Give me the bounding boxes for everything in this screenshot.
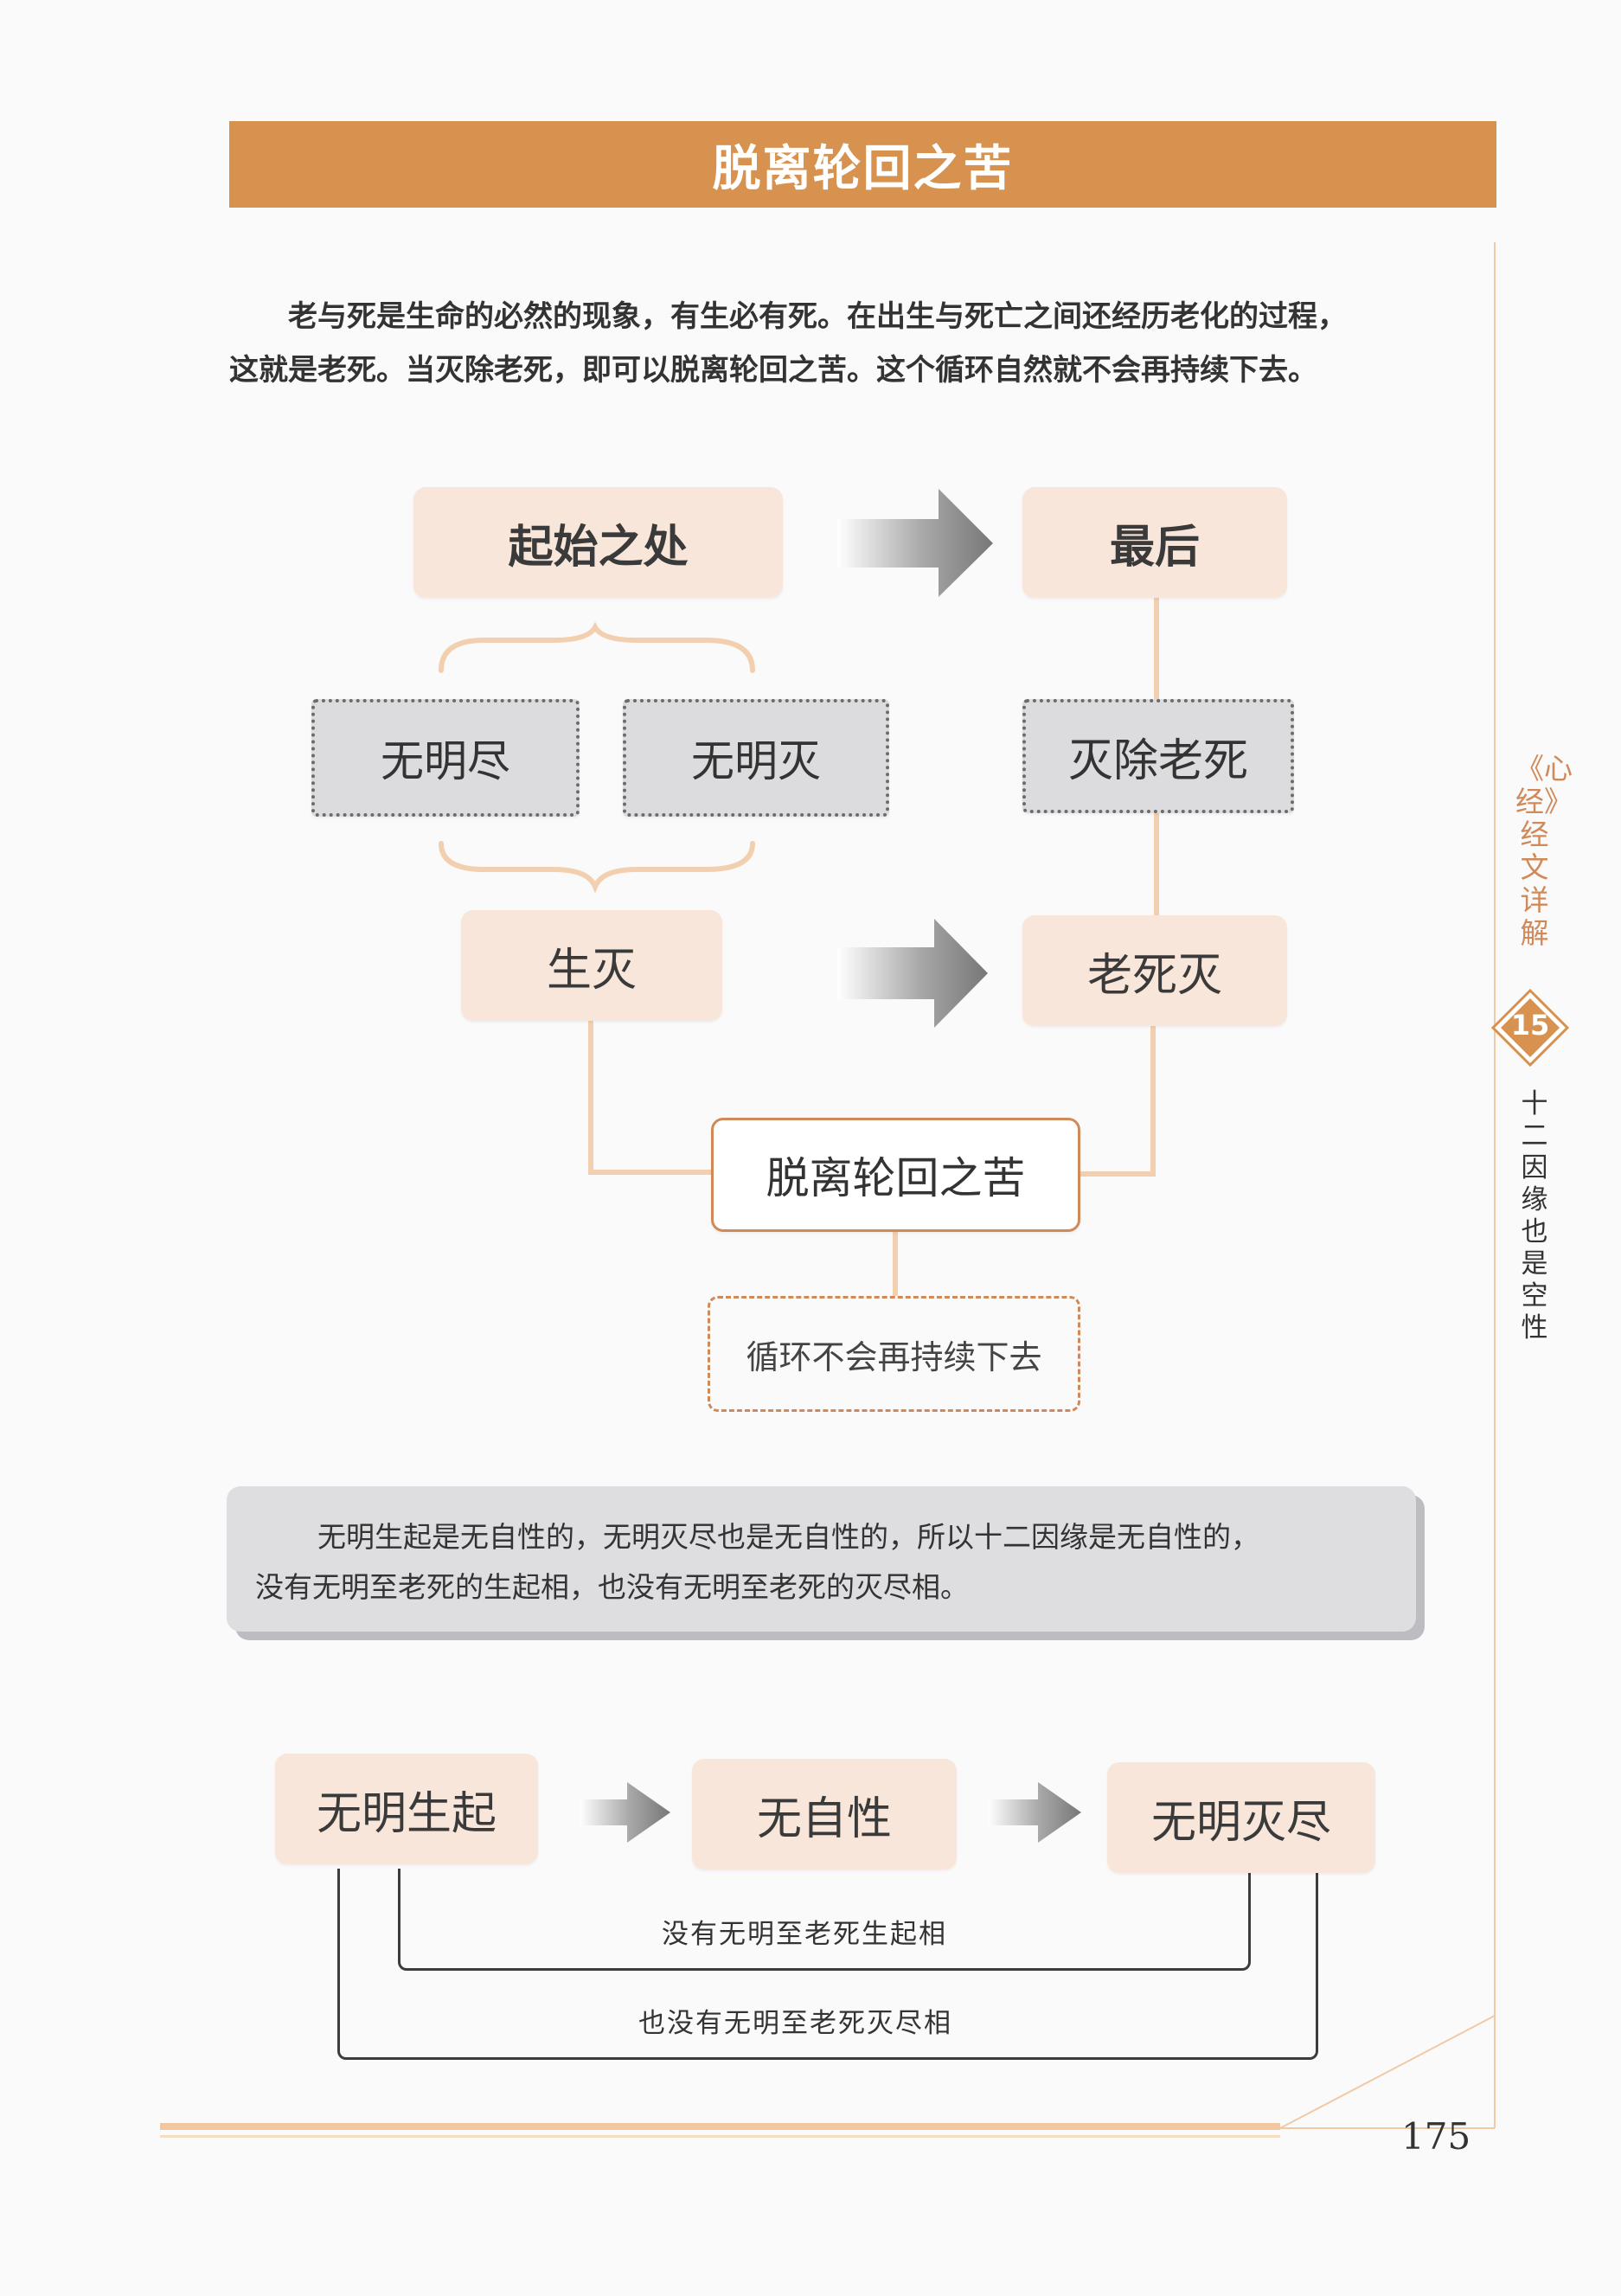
brace-bottom-icon (439, 841, 755, 895)
chapter-number-label: 15 (1510, 1009, 1550, 1042)
caption-no-cessation: 也没有无明至老死灭尽相 (638, 2008, 952, 2039)
box-wuming-jin: 无明尽 (311, 699, 580, 817)
summary-text: 无明生起是无自性的，无明灭尽也是无自性的，所以十二因缘是无自性的， 没有无明至老… (255, 1512, 1406, 1613)
bracket-inner (398, 1869, 1251, 1971)
box-shengmie: 生灭 (461, 910, 722, 1021)
box-laosimie: 老死灭 (1022, 915, 1287, 1026)
arrow-right-icon (837, 489, 993, 597)
intro-paragraph: 老与死是生命的必然的现象，有生必有死。在出生与死亡之间还经历老化的过程， 这就是… (229, 290, 1470, 397)
caption-no-arising: 没有无明至老死生起相 (662, 1919, 947, 1950)
page-title: 脱离轮回之苦 (712, 140, 1014, 197)
box-start: 起始之处 (413, 487, 783, 598)
box-wuming-shengqi: 无明生起 (275, 1754, 538, 1864)
box-wuming-miejin: 无明灭尽 (1107, 1762, 1375, 1873)
box-end: 最后 (1022, 487, 1287, 598)
footer-bar (160, 2123, 1280, 2130)
footer-bar-thin (160, 2135, 1280, 2138)
box-outcome: 循环不会再持续下去 (708, 1296, 1080, 1412)
summary-line-1: 无明生起是无自性的，无明灭尽也是无自性的，所以十二因缘是无自性的， (317, 1520, 1259, 1554)
brace-top-icon (439, 621, 755, 673)
side-chapter-title: 十二因缘也是空性 (1521, 1088, 1548, 1344)
side-book-title: 《心经》经文详解 (1515, 752, 1573, 950)
intro-line-1: 老与死是生命的必然的现象，有生必有死。在出生与死亡之间还经历老化的过程， (288, 299, 1347, 334)
arrow-right-icon (988, 1782, 1081, 1843)
arrow-right-icon (580, 1782, 670, 1843)
page-number: 175 (1401, 2115, 1471, 2158)
title-band: 脱离轮回之苦 (229, 121, 1496, 208)
box-wu-zixing: 无自性 (692, 1759, 957, 1870)
summary-panel (227, 1486, 1416, 1632)
box-result: 脱离轮回之苦 (711, 1118, 1080, 1232)
arrow-right-icon (837, 919, 988, 1028)
box-miechu-laosi: 灭除老死 (1022, 699, 1294, 813)
summary-line-2: 没有无明至老死的生起相，也没有无明至老死的灭尽相。 (255, 1570, 969, 1604)
intro-line-2: 这就是老死。当灭除老死，即可以脱离轮回之苦。这个循环自然就不会再持续下去。 (229, 353, 1317, 388)
chapter-badge-icon (1490, 988, 1570, 1068)
box-wuming-mie: 无明灭 (623, 699, 889, 817)
bracket-outer (337, 1869, 1318, 2060)
chapter-number: 15 (1502, 997, 1559, 1054)
